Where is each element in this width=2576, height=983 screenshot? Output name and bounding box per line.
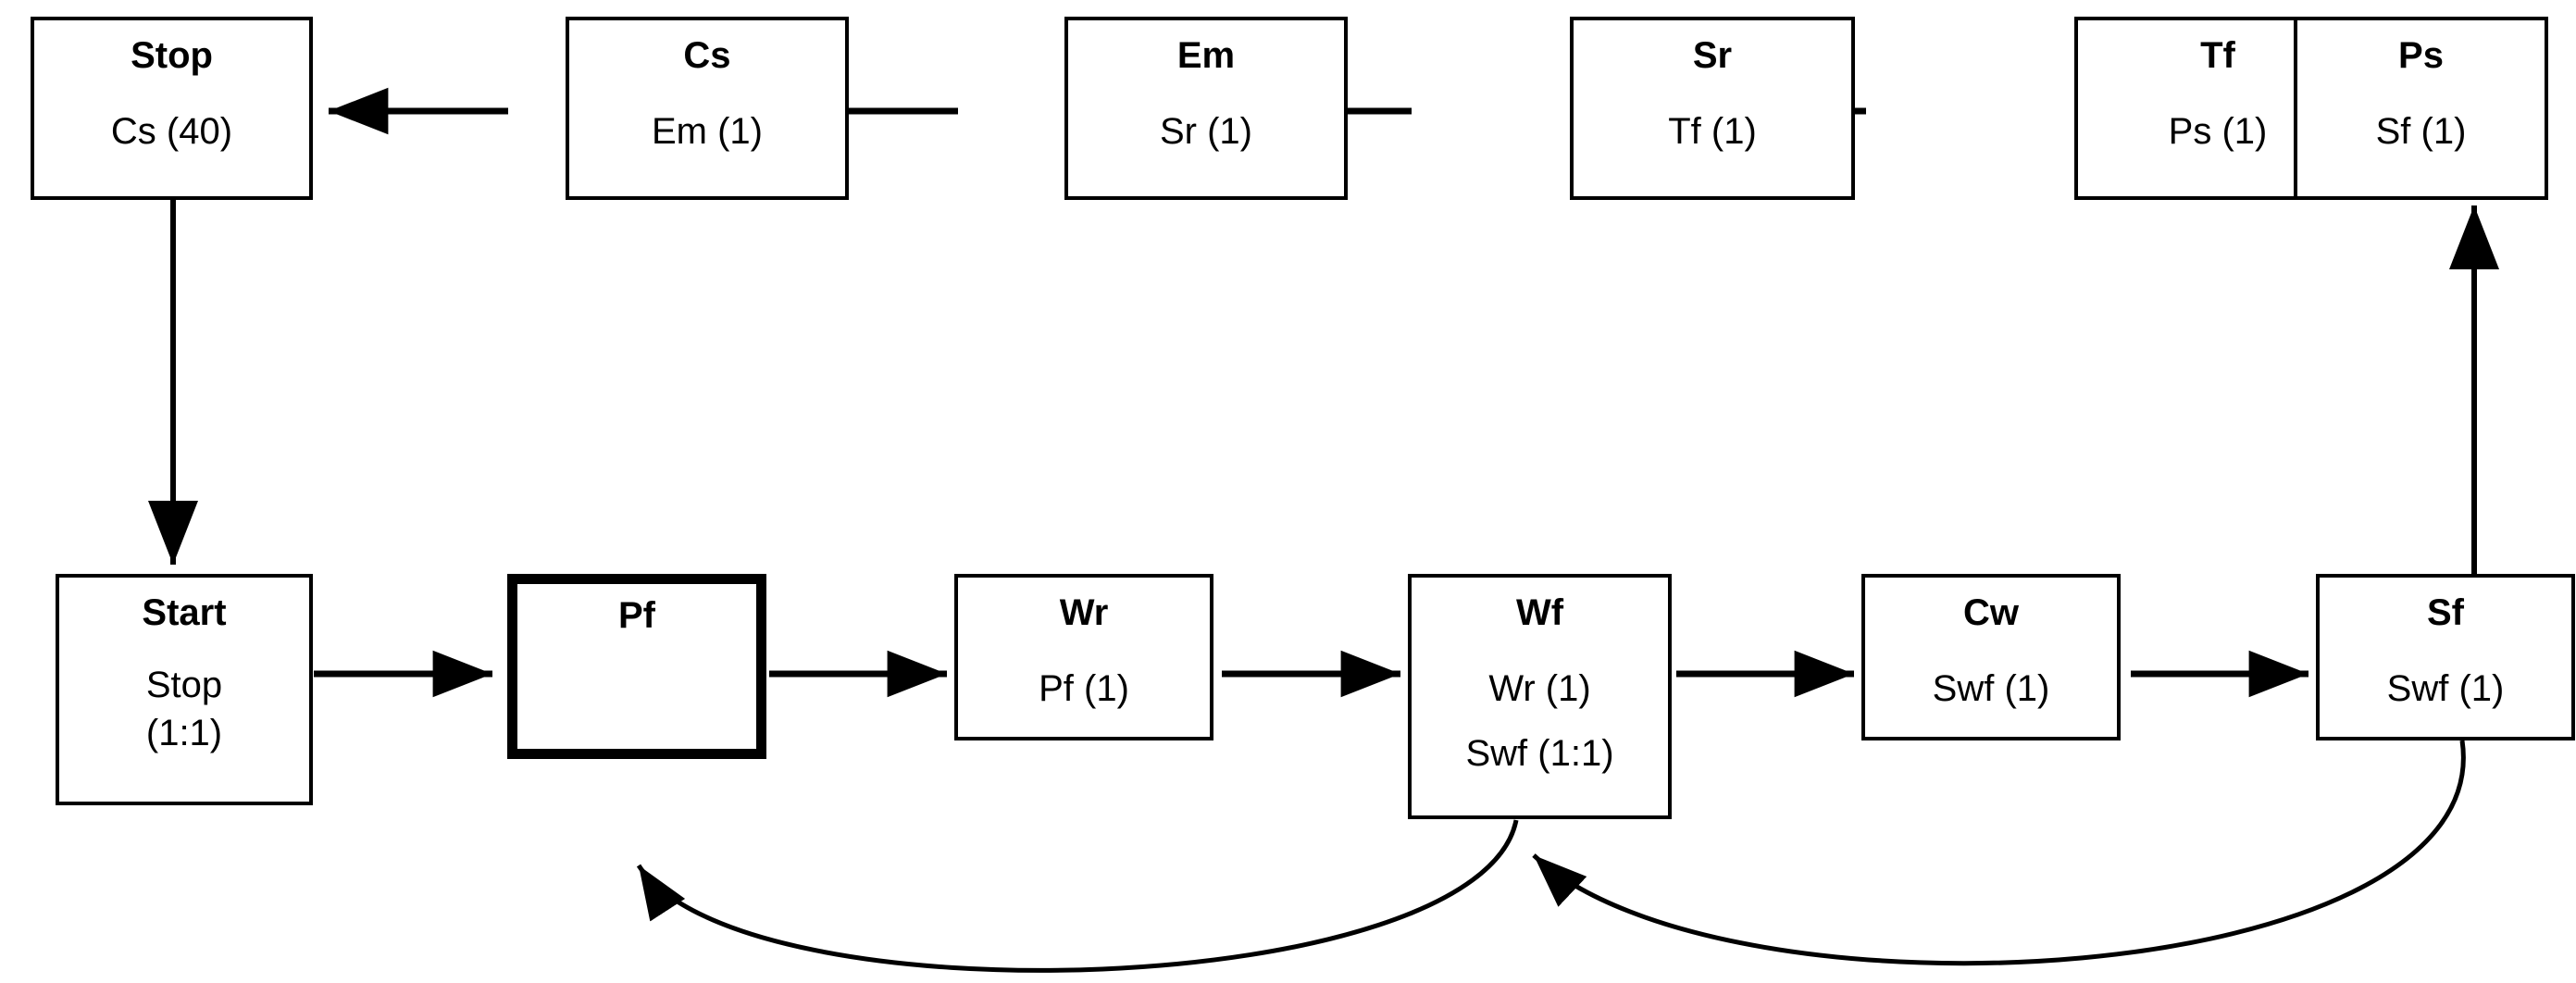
node-wf-title: Wf [1515,592,1564,633]
node-stop-line-0: Cs (40) [110,111,233,152]
node-start-line-0: Stop [145,665,223,705]
node-start-body: Stop (1:1) [59,666,309,752]
node-ps[interactable]: Ps Sf (1) [2294,17,2548,200]
node-wr[interactable]: Wr Pf (1) [954,574,1213,740]
node-em-title: Em [1176,35,1236,76]
node-sf-body: Swf (1) [2320,670,2571,707]
node-start-line-1: (1:1) [145,713,223,753]
node-sf-title: Sf [2427,592,2464,633]
node-pf[interactable]: Pf [507,574,766,759]
node-em-line-0: Sr (1) [1160,111,1252,152]
node-wr-body: Pf (1) [958,670,1210,707]
node-wf-line-1: Swf (1:1) [1465,733,1614,774]
node-ps-body: Sf (1) [2297,113,2545,150]
node-cs-title: Cs [683,35,731,76]
edge-sf-to-wf-curved [1532,740,2466,966]
node-sf[interactable]: Sf Swf (1) [2316,574,2575,740]
edge-wf-to-pf-curved [636,819,1519,973]
node-cs-body: Em (1) [569,113,845,150]
node-sr[interactable]: Sr Tf (1) [1570,17,1855,200]
node-tf-line-0: Ps (1) [2168,111,2268,152]
node-stop-title: Stop [131,35,213,76]
node-stop[interactable]: Stop Cs (40) [31,17,313,200]
node-stop-body: Cs (40) [34,113,309,150]
node-sr-body: Tf (1) [1574,113,1851,150]
node-wr-title: Wr [1059,592,1109,633]
node-cw-line-0: Swf (1) [1932,668,2050,709]
node-wf-line-0: Wr (1) [1488,668,1591,709]
node-ps-title: Ps [2398,35,2444,76]
node-wr-line-0: Pf (1) [1039,668,1129,709]
node-pf-title: Pf [618,595,655,636]
node-cs[interactable]: Cs Em (1) [566,17,849,200]
node-cw-body: Swf (1) [1865,670,2117,707]
node-wf[interactable]: Wf Wr (1) Swf (1:1) [1408,574,1672,819]
node-em[interactable]: Em Sr (1) [1064,17,1348,200]
node-start[interactable]: Start Stop (1:1) [56,574,313,805]
node-ps-line-0: Sf (1) [2375,111,2467,152]
node-cw[interactable]: Cw Swf (1) [1861,574,2121,740]
node-cw-title: Cw [1963,592,2019,633]
node-cs-line-0: Em (1) [652,111,763,152]
node-wf-body: Wr (1) Swf (1:1) [1412,670,1668,772]
node-start-title: Start [142,592,227,633]
node-em-body: Sr (1) [1068,113,1344,150]
node-sr-line-0: Tf (1) [1668,111,1757,152]
node-sr-title: Sr [1692,35,1733,76]
node-sf-line-0: Swf (1) [2386,668,2505,709]
node-tf-title: Tf [2200,35,2235,76]
